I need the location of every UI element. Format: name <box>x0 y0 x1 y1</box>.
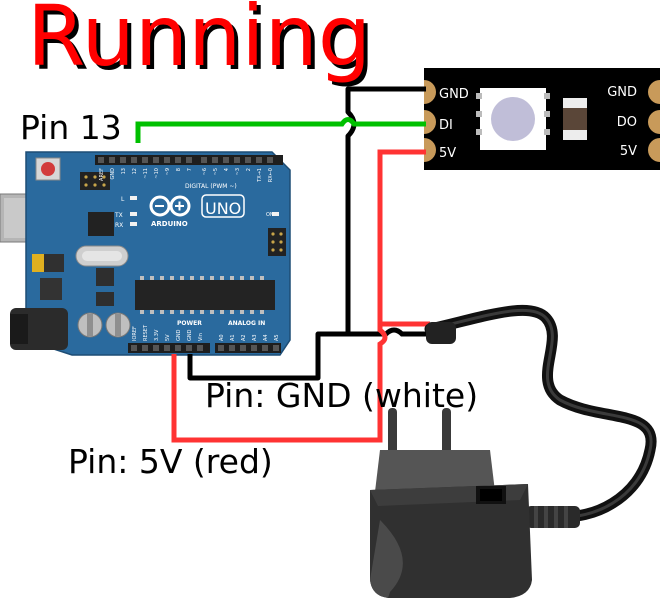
power-pin-label: Vin <box>198 333 204 341</box>
analog-pin-label: A3 <box>252 334 258 341</box>
usb-chip <box>88 212 114 236</box>
digital-pin-label: 2 <box>246 168 252 171</box>
analog-pin-label: A4 <box>263 334 269 341</box>
power-pin-labels: IOREF RESET 3.3V 5V GND GND Vin <box>132 324 204 341</box>
digital-pin-label: 7 <box>187 168 193 171</box>
power-pin-label: IOREF <box>132 326 138 341</box>
pin13-label: Pin 13 <box>20 108 122 147</box>
power-pin-label: GND <box>187 329 193 341</box>
analog-pin-label: A0 <box>219 334 225 341</box>
digital-pin-label: ~3 <box>235 168 241 175</box>
led-label-rx: RX <box>115 222 123 229</box>
power-wire-board <box>171 324 388 443</box>
power-header-label: POWER <box>177 320 202 327</box>
led-pin-di: DI <box>439 118 453 133</box>
digital-header-label: DIGITAL (PWM ~) <box>185 183 237 190</box>
digital-pin-label: ~5 <box>213 168 219 175</box>
digital-pin-label: GND <box>110 168 116 180</box>
power-pin-label: GND <box>176 329 182 341</box>
analog-pin-label: A2 <box>241 334 247 341</box>
digital-pin-label: 12 <box>132 168 138 174</box>
ground-wire <box>187 86 426 381</box>
analog-header <box>215 343 281 353</box>
led-module: GND DI 5V GND DO 5V <box>424 68 660 170</box>
digital-pin-label: 4 <box>224 168 230 171</box>
digital-pin-label: TX→1 <box>257 168 263 183</box>
data-wire <box>135 117 426 143</box>
power-pin-label: 5V <box>165 334 171 341</box>
title-shadow: Running <box>31 0 375 89</box>
led-pin-do: DO <box>617 115 637 130</box>
digital-pin-label: ~6 <box>202 168 208 175</box>
ground-wire-adapter <box>348 327 430 337</box>
arduino-board: AREF GND 13 12 ~11 ~10 ~9 8 7 ~6 ~5 4 ~3 2 TX→1 RX←0 DI… <box>0 151 291 356</box>
arduino-brand-text: ARDUINO <box>151 220 188 228</box>
led-pin-5v-out: 5V <box>620 144 637 159</box>
power-pin-label: RESET <box>143 324 149 341</box>
digital-pin-labels: AREF GND 13 12 ~11 ~10 ~9 8 7 ~6 ~5 4 ~3 2 TX→1 RX←0 <box>99 168 274 183</box>
power-adapter <box>370 304 657 598</box>
title: Running <box>27 0 371 85</box>
uno-logo-text: UNO <box>205 199 241 218</box>
power-pin-label: 3.3V <box>154 329 160 341</box>
led-label-tx: TX <box>114 212 123 219</box>
digital-pin-label: AREF <box>99 168 105 181</box>
microcontroller-chip <box>135 280 275 310</box>
digital-pin-label: 13 <box>121 168 127 174</box>
digital-pin-label: 8 <box>176 168 182 171</box>
analog-pin-labels: A0 A1 A2 A3 A4 A5 <box>219 334 280 341</box>
gnd-pin-label: Pin: GND (white) <box>205 376 478 415</box>
digital-pin-label: ~10 <box>154 168 160 179</box>
digital-pin-label: RX←0 <box>268 168 274 182</box>
led-pin-gnd-in: GND <box>439 87 469 102</box>
analog-header-label: ANALOG IN <box>228 320 265 327</box>
status-leds <box>130 196 279 226</box>
digital-pin-label: ~11 <box>143 168 149 179</box>
analog-pin-label: A5 <box>274 334 280 341</box>
led-label-on: ON <box>266 212 274 218</box>
led-pin-gnd-out: GND <box>607 85 637 100</box>
5v-pin-label: Pin: 5V (red) <box>68 442 273 481</box>
power-wire <box>377 149 430 327</box>
analog-pin-label: A1 <box>230 334 236 341</box>
led-label-l: L <box>121 196 125 203</box>
arduino-logo <box>149 195 191 217</box>
digital-pin-label: ~9 <box>165 168 171 175</box>
led-pin-5v-in: 5V <box>439 146 456 161</box>
